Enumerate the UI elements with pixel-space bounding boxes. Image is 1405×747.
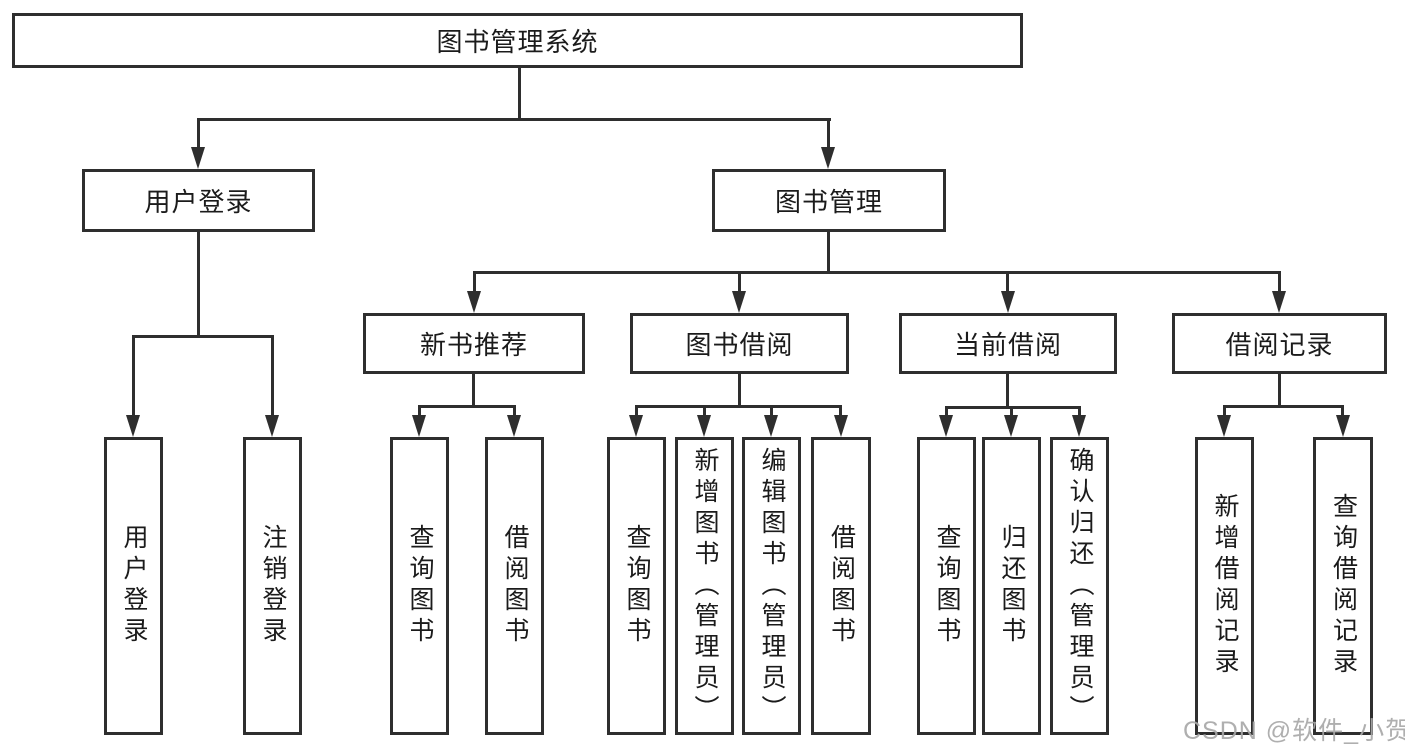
arrowhead-bb-borrow [834,415,848,437]
arrowhead-cb-return [1004,415,1018,437]
node-current-borrowing: 当前借阅 [899,313,1117,374]
connector-drop-cb-confirm [1078,406,1081,417]
leaf-query-books-newrec-label: 查询图书 [406,524,434,648]
connector-drop-new-book [473,271,476,293]
arrowhead-bb-query [629,415,643,437]
node-library-management-system: 图书管理系统 [12,13,1023,68]
leaf-borrow-books-newrec-label: 借阅图书 [501,524,529,648]
leaf-edit-books-admin: 编辑图书（管理员） [742,437,801,735]
connector-drop-current-borrow [1006,271,1009,293]
leaf-query-books-current: 查询图书 [917,437,976,735]
connector-root-feed [518,66,521,118]
leaf-borrow-books-borrowing-label: 借阅图书 [827,524,856,648]
connector-drop-br-add [1223,405,1226,417]
connector-user-login-bar [132,335,274,338]
leaf-logout-label: 注销登录 [259,524,287,648]
connector-drop-bb-query [635,405,638,417]
leaf-add-books-admin-label: 新增图书（管理员） [691,446,719,726]
arrowhead-br-query [1336,415,1350,437]
arrowhead-cb-query [939,415,953,437]
arrowhead-leaf-login [126,415,140,437]
leaf-user-login: 用户登录 [104,437,163,735]
connector-new-book-feed [472,372,475,405]
connector-drop-cb-return [1010,406,1013,417]
csdn-watermark: CSDN @软件_小贺同学 [1183,717,1405,745]
connector-drop-bb-edit [770,405,773,417]
arrowhead-br-add [1217,415,1231,437]
connector-drop-leaf-logout [271,335,274,417]
connector-new-book-bar [418,405,516,408]
leaf-confirm-return-admin: 确认归还（管理员） [1050,437,1109,735]
connector-book-borrow-bar [635,405,842,408]
connector-borrow-records-feed [1278,372,1281,405]
arrowhead-current-borrow [1001,291,1015,313]
arrowhead-bb-add [697,415,711,437]
arrowhead-cb-confirm [1072,415,1086,437]
arrowhead-leaf-logout [265,415,279,437]
leaf-logout: 注销登录 [243,437,302,735]
leaf-query-borrow-record: 查询借阅记录 [1313,437,1373,735]
leaf-query-borrow-record-label: 查询借阅记录 [1329,493,1358,679]
leaf-return-books: 归还图书 [982,437,1041,735]
connector-book-mgmt-feed [827,230,830,274]
leaf-add-books-admin: 新增图书（管理员） [675,437,734,735]
leaf-borrow-books-borrowing: 借阅图书 [811,437,871,735]
connector-borrow-records-bar [1223,405,1344,408]
connector-drop-book-borrow [738,271,741,293]
connector-drop-bb-borrow [839,405,842,417]
leaf-add-borrow-record: 新增借阅记录 [1195,437,1254,735]
leaf-add-borrow-record-label: 新增借阅记录 [1211,493,1239,679]
node-new-book-recommendation: 新书推荐 [363,313,585,374]
arrowhead-nb-borrow [507,415,521,437]
node-book-borrowing: 图书借阅 [630,313,849,374]
connector-drop-cb-query [945,406,948,417]
leaf-return-books-label: 归还图书 [998,524,1026,648]
leaf-user-login-label: 用户登录 [120,524,148,648]
leaf-query-books-borrowing: 查询图书 [607,437,666,735]
connector-book-borrow-feed [738,372,741,405]
leaf-confirm-return-admin-label: 确认归还（管理员） [1066,446,1094,726]
leaf-query-books-current-label: 查询图书 [933,524,961,648]
node-borrowing-records: 借阅记录 [1172,313,1387,374]
arrowhead-user-login [191,147,205,169]
connector-drop-book-management [827,118,830,149]
connector-drop-bb-add [703,405,706,417]
arrowhead-borrow-records [1272,291,1286,313]
connector-drop-nb-borrow [513,405,516,417]
arrowhead-book-management [821,147,835,169]
connector-user-login-feed [197,230,200,335]
connector-current-borrow-feed [1006,372,1009,406]
leaf-query-books-borrowing-label: 查询图书 [623,524,651,648]
connector-drop-borrow-records [1278,271,1281,293]
leaf-borrow-books-newrec: 借阅图书 [485,437,544,735]
arrowhead-nb-query [412,415,426,437]
connector-drop-leaf-login [132,335,135,417]
arrowhead-new-book [467,291,481,313]
leaf-query-books-newrec: 查询图书 [390,437,449,735]
arrowhead-bb-edit [764,415,778,437]
node-book-management: 图书管理 [712,169,946,232]
leaf-edit-books-admin-label: 编辑图书（管理员） [758,446,786,726]
connector-drop-user-login [197,118,200,149]
connector-level1-bar [197,118,831,121]
connector-drop-br-query [1341,405,1344,417]
connector-drop-nb-query [418,405,421,417]
connector-level2-bar [473,271,1281,274]
node-user-login: 用户登录 [82,169,315,232]
arrowhead-book-borrow [732,291,746,313]
